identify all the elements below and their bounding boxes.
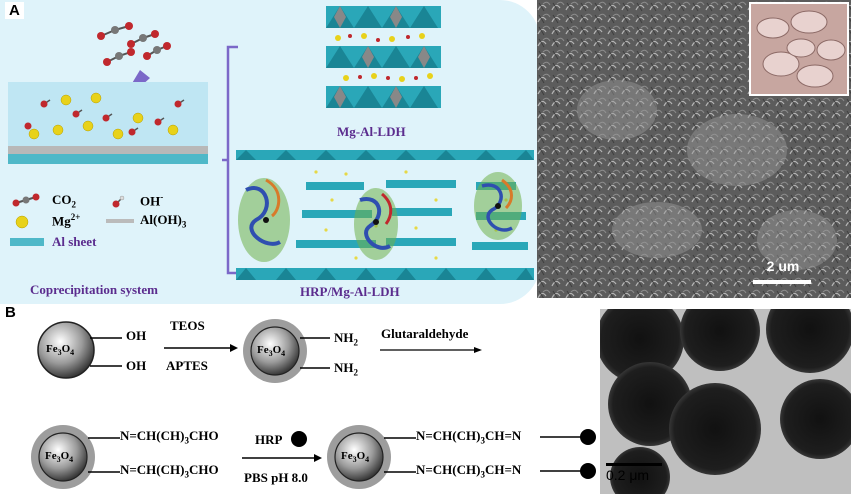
hrp-ldh-label: HRP/Mg-Al-LDH — [300, 284, 400, 299]
aldehyde-chain-top: N=CH(CH)3CHO — [120, 428, 219, 446]
imine-bonds — [384, 437, 416, 473]
fe3o4-label-4: Fe3O4 — [341, 450, 370, 465]
immobilized-fe3o4-sphere — [327, 425, 391, 489]
al-sheet-legend-icon — [10, 238, 44, 246]
arrow-step-3 — [242, 454, 322, 462]
bracket — [222, 45, 238, 275]
pbs-label: PBS pH 8.0 — [244, 470, 308, 485]
aldehyde-chain-bottom: N=CH(CH)3CHO — [120, 462, 219, 480]
tem-micrograph: 0.2 μm — [600, 309, 851, 494]
fe3o4-label-2: Fe3O4 — [257, 344, 286, 359]
coprecipitation-label: Coprecipitation system — [30, 282, 158, 297]
coated-sphere-1-bonds — [300, 337, 330, 369]
coprecipitation-tank — [8, 82, 208, 164]
imine-chain-top: N=CH(CH)3CH=N — [416, 428, 522, 446]
fe3o4-label-1: Fe3O4 — [46, 343, 75, 358]
mg-legend-icon — [15, 215, 29, 229]
coated-fe3o4-sphere-1 — [243, 319, 307, 383]
legend-mg: Mg2+ — [52, 212, 81, 229]
legend-al-sheet: Al sheet — [52, 234, 97, 249]
hrp-enzyme-right — [474, 172, 522, 240]
arrow-step-1 — [164, 344, 238, 352]
hrp-attached-top — [540, 429, 596, 445]
bare-sphere-bonds — [90, 337, 122, 367]
hrp-enzyme-middle — [354, 188, 398, 260]
hrp-dot-icon — [291, 431, 307, 447]
oh-legend-icon — [112, 195, 125, 208]
arrow-step-2 — [380, 347, 482, 353]
oh-top: OH — [126, 328, 147, 343]
glutaraldehyde-label: Glutaraldehyde — [381, 326, 469, 341]
legend-oh: OH- — [140, 192, 164, 209]
legend-aloh: Al(OH)3 — [140, 212, 187, 230]
nh2-top: NH2 — [334, 330, 358, 348]
aloh-legend-icon — [106, 219, 134, 223]
tem-scale-bar: 0.2 μm — [606, 461, 676, 491]
hrp-label: HRP — [255, 432, 283, 447]
hrp-attached-bottom — [540, 463, 596, 479]
co2-legend-icon — [12, 193, 40, 207]
aptes-label: APTES — [166, 358, 208, 373]
panel-a-tag: A — [5, 2, 24, 19]
sem-scale-bar: 2 um — [751, 258, 815, 292]
fe3o4-label-3: Fe3O4 — [45, 450, 74, 465]
co2-molecules — [97, 22, 171, 66]
sem-scale-label: 2 um — [766, 258, 800, 274]
desert-rose-inset — [749, 2, 849, 96]
mg-al-ldh-structure — [326, 6, 441, 108]
coated-fe3o4-sphere-2 — [31, 425, 95, 489]
imine-chain-bottom: N=CH(CH)3CH=N — [416, 462, 522, 480]
oh-bottom: OH — [126, 358, 147, 373]
nh2-bottom: NH2 — [334, 360, 358, 378]
hrp-ldh-structure — [236, 150, 534, 280]
aldehyde-bonds — [88, 437, 120, 473]
panel-b-tag: B — [5, 304, 16, 321]
sem-micrograph: 2 um — [537, 0, 851, 298]
legend-co2: CO2 — [52, 192, 76, 210]
teos-label: TEOS — [170, 318, 205, 333]
tem-scale-label: 0.2 μm — [606, 467, 650, 483]
bare-fe3o4-sphere — [37, 321, 95, 379]
mg-al-ldh-label: Mg-Al-LDH — [337, 124, 406, 139]
hrp-enzyme-left — [238, 178, 290, 262]
